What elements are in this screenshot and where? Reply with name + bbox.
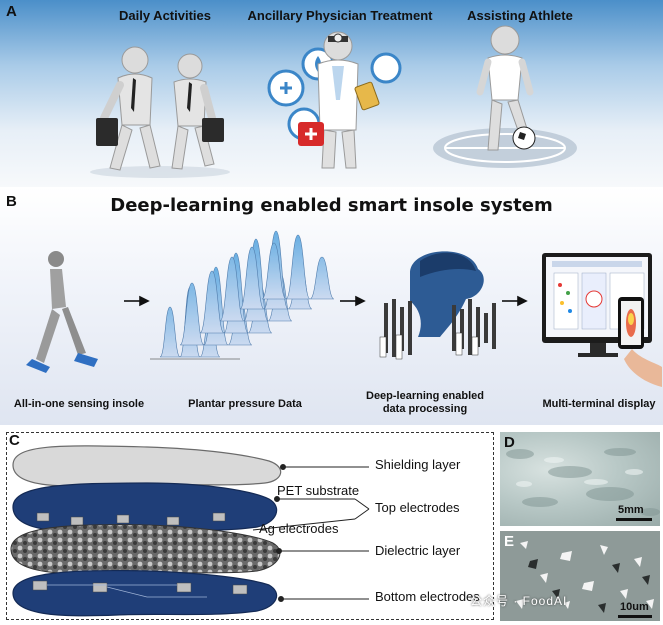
caption-assisting-athlete: Assisting Athlete [467, 8, 573, 23]
label-top-electrodes: Top electrodes [375, 500, 460, 515]
caption-daily-activities: Daily Activities [118, 8, 211, 23]
panel-c-letter: C [9, 432, 20, 449]
panel-b-title: Deep-learning enabled smart insole syste… [110, 195, 553, 216]
label-bottom-electrodes: Bottom electrodes [375, 589, 480, 604]
panel-e-micrograph: E 10um [500, 531, 660, 621]
panel-d-scale-label: 5mm [618, 504, 644, 516]
walking-figures-illustration [90, 46, 230, 178]
walking-person-illustration [26, 251, 98, 373]
panel-e-scale-bar [618, 615, 652, 618]
deep-learning-head-illustration [379, 251, 496, 360]
panel-e-texture [516, 541, 654, 618]
panel-b-letter: B [6, 193, 17, 210]
plantar-pressure-spikes [159, 230, 335, 358]
flow-arrows [124, 295, 528, 307]
athlete-illustration [433, 25, 577, 168]
panel-e-letter: E [504, 533, 515, 550]
insole-layer-stack [10, 445, 370, 617]
label-shielding-layer: Shielding layer [375, 457, 461, 472]
panel-b: B Deep-learning enabled smart insole sys… [0, 187, 663, 425]
panel-d-scale-bar [616, 518, 652, 521]
panel-d-texture [506, 448, 660, 521]
panel-e-scale-label: 10um [620, 601, 649, 613]
watermark-text: 公众号 · FoodAI [470, 594, 568, 608]
label-pet-substrate: PET substrate [277, 483, 360, 498]
panel-d-micrograph: D 5mm [500, 432, 660, 526]
stage-label-multi-terminal: Multi-terminal display [542, 398, 656, 410]
stage-label-deep-learning: Deep-learning enabled data processing [366, 390, 484, 415]
panel-a-illustrations [90, 25, 577, 178]
shielding-layer-shape [12, 445, 282, 487]
panel-d-letter: D [504, 434, 515, 451]
bottom-electrodes-shape [12, 569, 278, 617]
physician-illustration [267, 31, 402, 169]
stage-label-sensing-insole: All-in-one sensing insole [13, 398, 145, 410]
panel-a: A Daily Activities Ancillary Physician T… [0, 0, 663, 187]
caption-ancillary-physician: Ancillary Physician Treatment [247, 8, 433, 23]
panel-a-letter: A [6, 3, 17, 20]
panel-b-illustrations [26, 230, 662, 387]
stage-label-pressure-data: Plantar pressure Data [188, 398, 302, 410]
panel-c: C [6, 432, 494, 620]
dielectric-layer-shape [10, 524, 281, 575]
label-dielectric-layer: Dielectric layer [375, 543, 461, 558]
multi-terminal-display-illustration [542, 253, 662, 387]
label-ag-electrodes: Ag electrodes [259, 521, 339, 536]
